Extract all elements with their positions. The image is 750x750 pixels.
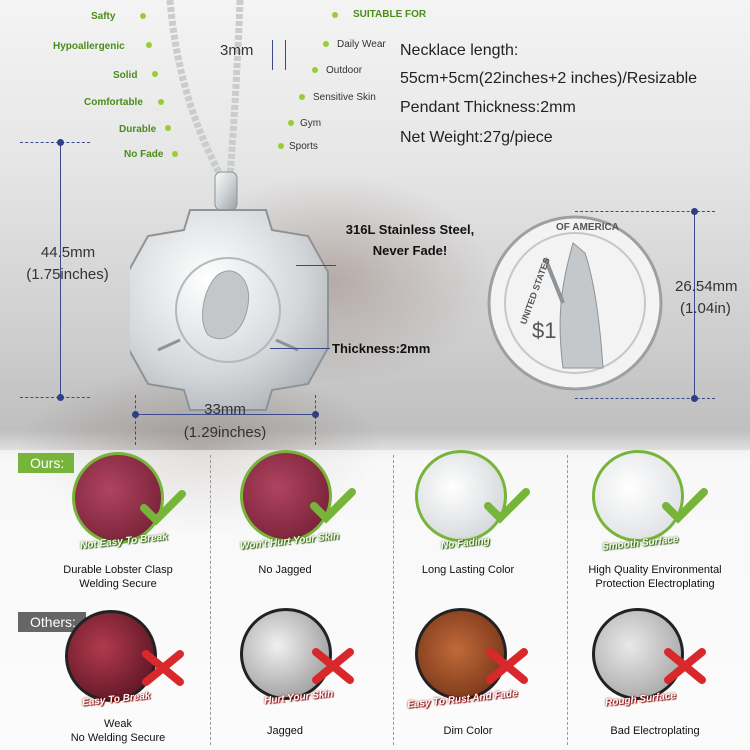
others-caption-3: Dim Color bbox=[443, 725, 493, 737]
ours-caption-3: Long Lasting Color bbox=[421, 564, 515, 576]
others-clasp-image bbox=[65, 610, 157, 702]
feature-safty: Safty bbox=[91, 11, 116, 22]
feature-comfortable: Comfortable bbox=[84, 97, 143, 108]
height-dim-top bbox=[20, 142, 90, 143]
dim-dot bbox=[57, 139, 64, 146]
spec-length-value: 55cm+5cm(22inches+2 inches)/Resizable bbox=[400, 70, 698, 87]
chain-right bbox=[226, 0, 244, 179]
coin-comparison bbox=[487, 215, 663, 391]
column-divider bbox=[567, 455, 568, 745]
use-dot bbox=[288, 120, 294, 126]
use-outdoor: Outdoor bbox=[326, 65, 363, 76]
others-color-image bbox=[415, 608, 507, 700]
pendant-width-mm: 33mm bbox=[204, 401, 246, 418]
cross-icon bbox=[486, 648, 528, 684]
height-dim-line bbox=[60, 142, 61, 397]
cross-icon bbox=[312, 648, 354, 684]
pendant-height-mm: 44.5mm bbox=[40, 244, 96, 261]
feature-dot bbox=[172, 151, 178, 157]
chain-width-label: 3mm bbox=[220, 42, 254, 59]
check-icon bbox=[310, 488, 356, 524]
coin-dim-line bbox=[694, 211, 695, 398]
feature-dot bbox=[158, 99, 164, 105]
feature-dot bbox=[152, 71, 158, 77]
dim-dot bbox=[132, 411, 139, 418]
use-daily-wear: Daily Wear bbox=[337, 39, 386, 50]
ours-clasp-image bbox=[72, 452, 164, 544]
use-gym: Gym bbox=[300, 118, 322, 129]
width-dim-left bbox=[135, 395, 136, 445]
feature-solid: Solid bbox=[113, 70, 138, 81]
use-dot bbox=[332, 12, 338, 18]
ours-caption-1-line2: Welding Secure bbox=[79, 578, 157, 590]
spec-thickness: Pendant Thickness:2mm bbox=[400, 99, 576, 116]
check-icon bbox=[662, 488, 708, 524]
dim-dot bbox=[312, 411, 319, 418]
coin-value: $1 bbox=[532, 318, 557, 343]
pendant-width-in: (1.29inches) bbox=[183, 424, 267, 441]
ours-chain-image bbox=[240, 450, 332, 542]
use-dot bbox=[312, 67, 318, 73]
coin-size-in: (1.04in) bbox=[680, 300, 731, 317]
feature-dot bbox=[140, 13, 146, 19]
chain-width-line bbox=[285, 40, 286, 70]
use-sports: Sports bbox=[289, 141, 318, 152]
width-dim-right bbox=[315, 395, 316, 445]
check-icon bbox=[140, 490, 186, 526]
feature-hypoallergenic: Hypoallergenic bbox=[53, 41, 125, 52]
ours-tag: Ours: bbox=[18, 453, 75, 473]
necklace-illustration bbox=[130, 0, 329, 411]
material-callout-line1: 316L Stainless Steel, bbox=[345, 222, 475, 237]
pendant-medal bbox=[130, 209, 329, 411]
cross-icon bbox=[664, 648, 706, 684]
coin-size-mm: 26.54mm bbox=[675, 278, 738, 295]
others-caption-2: Jagged bbox=[266, 725, 304, 737]
use-dot bbox=[299, 94, 305, 100]
feature-dot bbox=[146, 42, 152, 48]
column-divider bbox=[210, 455, 211, 745]
cross-icon bbox=[142, 650, 184, 686]
others-caption-1-line2: No Welding Secure bbox=[70, 732, 166, 744]
ours-caption-4-line1: High Quality Environmental bbox=[588, 564, 722, 576]
pendant-height-in: (1.75inches) bbox=[26, 266, 109, 283]
ours-color-image bbox=[415, 450, 507, 542]
others-caption-4: Bad Electroplating bbox=[610, 725, 700, 737]
dim-dot bbox=[57, 394, 64, 401]
coin-dim-top bbox=[575, 211, 715, 212]
ours-caption-2: No Jagged bbox=[258, 564, 312, 576]
coin-text-top: OF AMERICA bbox=[556, 222, 619, 233]
chain-width-line bbox=[272, 40, 273, 70]
thickness-callout: Thickness:2mm bbox=[332, 341, 431, 356]
material-callout-line2: Never Fade! bbox=[372, 243, 448, 258]
column-divider bbox=[393, 455, 394, 745]
dim-dot bbox=[691, 208, 698, 215]
ours-caption-1-line1: Durable Lobster Clasp bbox=[63, 564, 173, 576]
feature-durable: Durable bbox=[119, 124, 157, 135]
dim-dot bbox=[691, 395, 698, 402]
use-dot bbox=[278, 143, 284, 149]
others-caption-1-line1: Weak bbox=[104, 718, 132, 730]
check-icon bbox=[484, 488, 530, 524]
width-dim-line bbox=[135, 414, 315, 415]
spec-weight: Net Weight:27g/piece bbox=[400, 129, 553, 146]
coin-dim-bottom bbox=[575, 398, 715, 399]
ours-surface-image bbox=[592, 450, 684, 542]
feature-dot bbox=[165, 125, 171, 131]
bail bbox=[214, 171, 238, 211]
callout-line-thickness bbox=[270, 348, 330, 349]
callout-line-material bbox=[296, 265, 336, 266]
feature-no-fade: No Fade bbox=[124, 149, 164, 160]
suitable-title: SUITABLE FOR bbox=[353, 9, 427, 20]
chain-left bbox=[166, 0, 226, 180]
use-dot bbox=[323, 41, 329, 47]
use-sensitive-skin: Sensitive Skin bbox=[313, 92, 376, 103]
height-dim-bottom bbox=[20, 397, 90, 398]
ours-caption-4-line2: Protection Electroplating bbox=[595, 578, 715, 590]
spec-length-label: Necklace length: bbox=[400, 42, 519, 59]
others-tag: Others: bbox=[18, 612, 86, 632]
